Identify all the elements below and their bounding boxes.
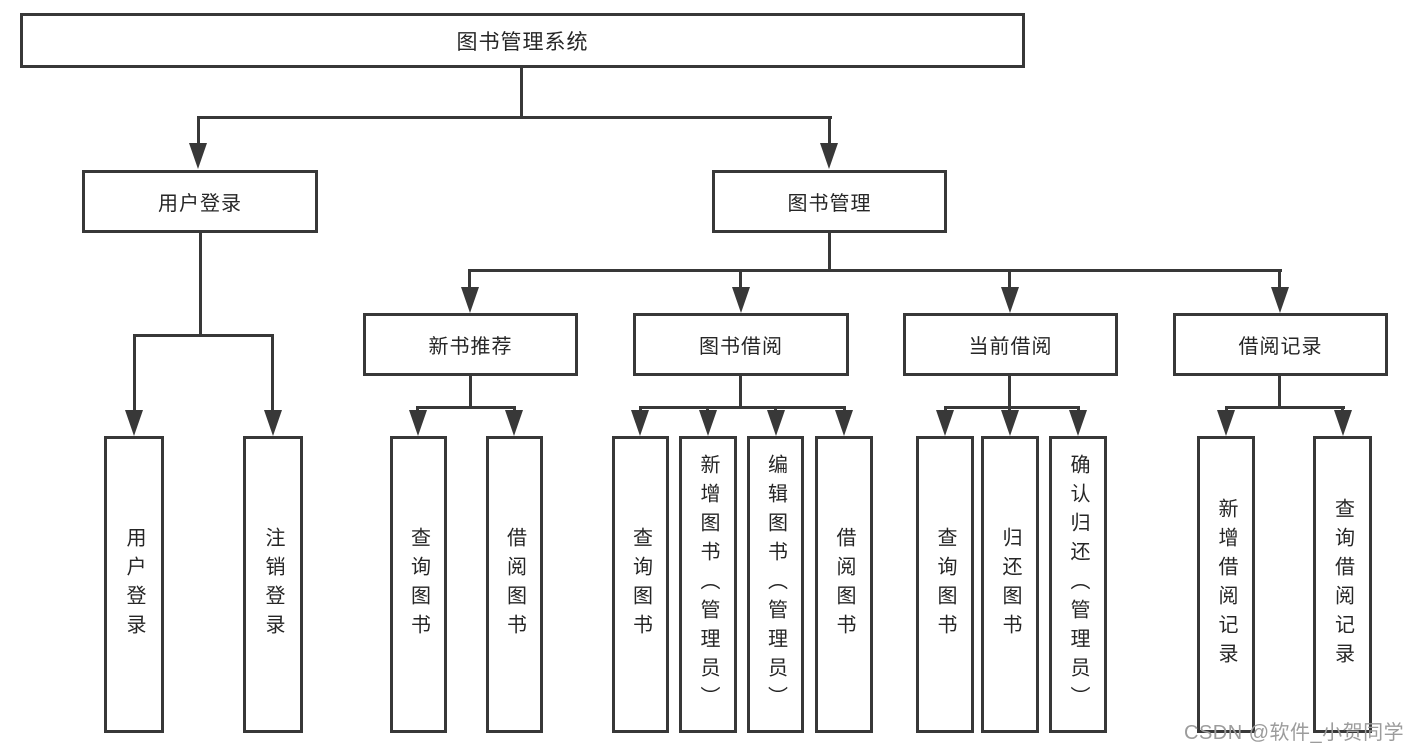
arrow-down-icon [461, 287, 479, 313]
node-label: 当前借阅 [968, 336, 1053, 358]
leaf-query-books-current: 查询图书 [916, 436, 974, 733]
node-book-borrow: 图书借阅 [633, 313, 849, 376]
node-label: 借阅图书 [503, 526, 526, 643]
node-label: 图书管理系统 [456, 30, 589, 54]
node-label: 查询图书 [407, 526, 430, 643]
connector-user-login-horizontal [133, 334, 274, 337]
connector-stem [706, 406, 709, 412]
connector-book-borrow-horizontal [639, 406, 846, 409]
connector-stem [513, 406, 516, 412]
connector-current-borrow-horizontal [944, 406, 1080, 409]
arrow-down-icon [1001, 287, 1019, 313]
connector-stem [1008, 406, 1011, 412]
connector-stem [639, 406, 642, 412]
leaf-user-login: 用户登录 [104, 436, 164, 733]
leaf-confirm-return-admin: 确认归还（管理员） [1049, 436, 1107, 733]
connector-stem [944, 406, 947, 412]
leaf-query-books-borrow: 查询图书 [612, 436, 669, 733]
connector-new-book-vertical [469, 376, 472, 408]
connector-book-management-horizontal [468, 269, 1282, 272]
node-label: 归还图书 [999, 526, 1021, 643]
connector-stem [1341, 406, 1344, 412]
node-label: 图书管理 [787, 193, 872, 215]
connector-stem-leaf-logout [271, 334, 274, 410]
csdn-watermark: CSDN @软件_小贺同学 [1184, 722, 1405, 744]
connector-stem [416, 406, 419, 412]
connector-book-borrow-vertical [739, 376, 742, 408]
node-label: 查询图书 [934, 526, 956, 643]
arrow-down-icon [835, 410, 853, 436]
connector-book-management-vertical [828, 233, 831, 271]
connector-stem [774, 406, 777, 412]
connector-stem-user-login [197, 116, 200, 145]
arrow-down-icon [189, 143, 207, 169]
node-label: 图书借阅 [699, 336, 783, 358]
connector-borrow-records-vertical [1278, 376, 1281, 408]
connector-stem [1077, 406, 1080, 412]
arrow-down-icon [767, 410, 785, 436]
connector-stem-leaf-user-login [133, 334, 136, 410]
node-label: 查询图书 [629, 526, 652, 643]
node-label: 借阅图书 [833, 526, 855, 643]
connector-stem-new-book [468, 269, 471, 289]
connector-stem-book-borrow [739, 269, 742, 289]
arrow-down-icon [820, 143, 838, 169]
arrow-down-icon [1069, 410, 1087, 436]
connector-stem-current-borrow [1008, 269, 1011, 289]
connector-stem-borrow-records [1278, 269, 1281, 289]
connector-stem-book-management [828, 116, 831, 145]
connector-current-borrow-vertical [1008, 376, 1011, 408]
node-label: 新书推荐 [428, 336, 513, 358]
arrow-down-icon [264, 410, 282, 436]
node-current-borrow: 当前借阅 [903, 313, 1118, 376]
arrow-down-icon [936, 410, 954, 436]
node-library-management-system: 图书管理系统 [20, 13, 1025, 68]
leaf-add-borrow-record: 新增借阅记录 [1197, 436, 1255, 733]
node-label: 借阅记录 [1238, 336, 1323, 358]
connector-borrow-records-horizontal [1225, 406, 1345, 409]
node-label: 用户登录 [123, 526, 145, 643]
connector-root-horizontal [197, 116, 832, 119]
connector-root-vertical [520, 68, 523, 119]
node-label: 用户登录 [158, 193, 242, 215]
leaf-borrow-books: 借阅图书 [815, 436, 873, 733]
arrow-down-icon [409, 410, 427, 436]
arrow-down-icon [1334, 410, 1352, 436]
arrow-down-icon [1001, 410, 1019, 436]
connector-stem [843, 406, 846, 412]
node-borrow-records: 借阅记录 [1173, 313, 1388, 376]
leaf-query-borrow-record: 查询借阅记录 [1313, 436, 1372, 733]
node-label: 注销登录 [262, 526, 284, 643]
node-new-book-recommend: 新书推荐 [363, 313, 578, 376]
connector-user-login-vertical [199, 233, 202, 336]
arrow-down-icon [699, 410, 717, 436]
arrow-down-icon [125, 410, 143, 436]
node-label: 确认归还（管理员） [1067, 454, 1089, 715]
connector-new-book-horizontal [416, 406, 516, 409]
arrow-down-icon [505, 410, 523, 436]
arrow-down-icon [631, 410, 649, 436]
arrow-down-icon [732, 287, 750, 313]
leaf-borrow-books-recommend: 借阅图书 [486, 436, 543, 733]
node-label: 新增图书（管理员） [697, 454, 719, 715]
node-user-login: 用户登录 [82, 170, 318, 233]
leaf-add-books-admin: 新增图书（管理员） [679, 436, 737, 733]
leaf-query-books-recommend: 查询图书 [390, 436, 447, 733]
node-label: 编辑图书（管理员） [764, 454, 787, 715]
leaf-logout: 注销登录 [243, 436, 303, 733]
connector-stem [1225, 406, 1228, 412]
node-label: 新增借阅记录 [1215, 497, 1237, 672]
leaf-return-books: 归还图书 [981, 436, 1039, 733]
node-label: 查询借阅记录 [1331, 497, 1354, 672]
arrow-down-icon [1217, 410, 1235, 436]
node-book-management: 图书管理 [712, 170, 947, 233]
arrow-down-icon [1271, 287, 1289, 313]
leaf-edit-books-admin: 编辑图书（管理员） [747, 436, 804, 733]
